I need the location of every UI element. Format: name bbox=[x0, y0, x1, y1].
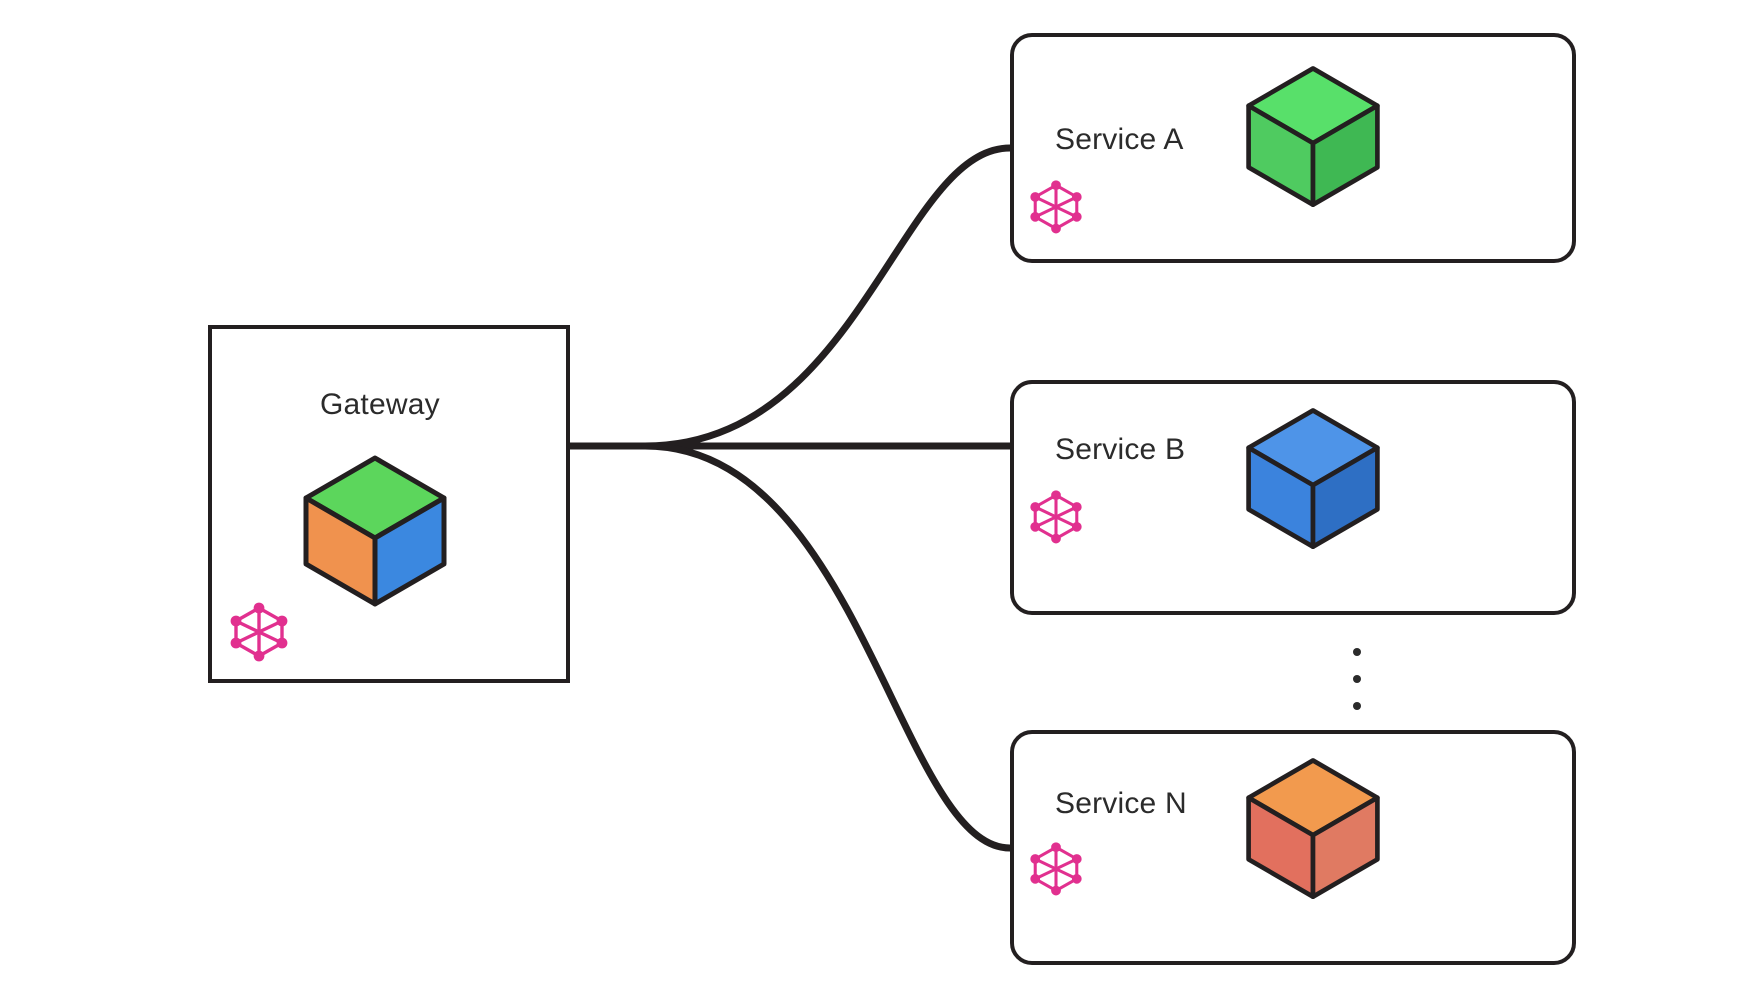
gateway-label: Gateway bbox=[320, 388, 440, 421]
vertical-ellipsis-more-services bbox=[1352, 648, 1362, 710]
ellipsis-dot bbox=[1353, 648, 1361, 656]
service-box-n[interactable] bbox=[1010, 730, 1576, 965]
service-b-service-mesh-icon bbox=[1030, 490, 1082, 544]
service-n-label: Service N bbox=[1055, 787, 1187, 820]
service-a-label: Service A bbox=[1055, 123, 1184, 156]
service-b-label: Service B bbox=[1055, 433, 1186, 466]
service-n-container-cube bbox=[1246, 758, 1380, 900]
service-a-service-mesh-icon bbox=[1030, 180, 1082, 234]
service-b-container-cube bbox=[1246, 408, 1380, 550]
service-n-service-mesh-icon bbox=[1030, 842, 1082, 896]
ellipsis-dot bbox=[1353, 675, 1361, 683]
service-a-container-cube bbox=[1246, 66, 1380, 208]
gateway-service-mesh-icon bbox=[230, 602, 288, 662]
ellipsis-dot bbox=[1353, 702, 1361, 710]
gateway-container-cube bbox=[303, 455, 447, 607]
